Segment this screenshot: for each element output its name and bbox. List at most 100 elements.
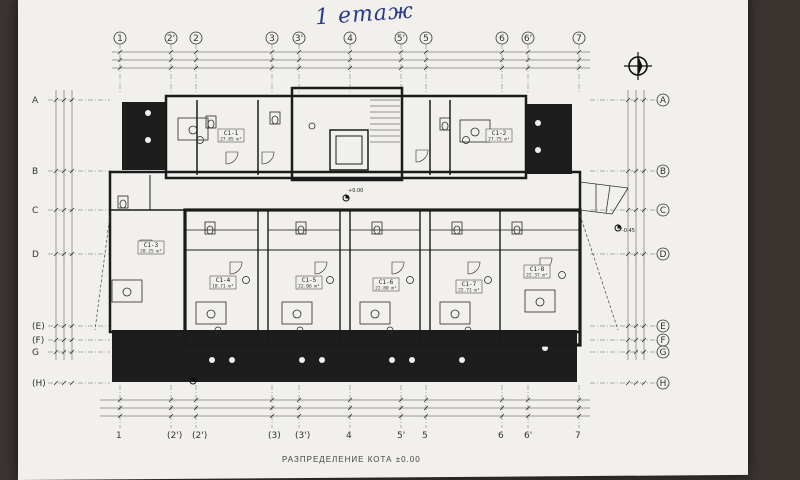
svg-text:5': 5' bbox=[397, 34, 405, 44]
svg-text:1: 1 bbox=[117, 34, 123, 44]
axis-col-bottom-5: 4 bbox=[346, 431, 352, 441]
svg-text:4: 4 bbox=[347, 34, 353, 44]
unit-partitions bbox=[185, 210, 580, 345]
room-number-marker bbox=[406, 276, 414, 284]
room-tag-1 bbox=[485, 128, 513, 143]
entrance-ramp bbox=[579, 181, 629, 215]
axis-row-left-0: A bbox=[32, 96, 39, 106]
svg-text:6': 6' bbox=[524, 34, 532, 44]
wc-icon bbox=[204, 221, 216, 235]
bed-icon bbox=[359, 301, 391, 325]
axis-col-bottom-0: 1 bbox=[116, 431, 122, 441]
door-swing-icon bbox=[229, 261, 243, 275]
room-area-2: 28.25 m² bbox=[140, 249, 162, 255]
bed-icon bbox=[281, 301, 313, 325]
room-tag-3 bbox=[209, 275, 237, 290]
axis-col-top-5: 4 bbox=[343, 31, 357, 45]
bed-icon bbox=[177, 117, 209, 141]
svg-text:3': 3' bbox=[295, 34, 303, 44]
axis-row-right-1: B bbox=[656, 164, 670, 178]
room-number-marker bbox=[558, 271, 566, 279]
door-swing-icon bbox=[314, 261, 328, 275]
svg-text:5: 5 bbox=[423, 34, 429, 44]
room-label-7: С1-8 bbox=[530, 266, 545, 273]
axis-col-top-7: 5 bbox=[419, 31, 433, 45]
svg-text:H: H bbox=[660, 379, 667, 389]
axis-row-right-0: A bbox=[656, 93, 670, 107]
axis-col-top-8: 6 bbox=[495, 31, 509, 45]
wc-icon bbox=[439, 117, 451, 131]
bed-icon bbox=[195, 301, 227, 325]
axis-row-right-6: G bbox=[656, 345, 670, 359]
room-label-6: С1-7 bbox=[462, 281, 477, 288]
axis-col-bottom-2: (2') bbox=[192, 431, 207, 441]
wc-icon bbox=[371, 221, 383, 235]
svg-text:2': 2' bbox=[167, 34, 175, 44]
room-area-4: 22.06 m² bbox=[298, 284, 320, 290]
room-number-marker bbox=[196, 136, 204, 144]
room-label-4: С1-5 bbox=[302, 277, 317, 284]
svg-text:3: 3 bbox=[269, 34, 275, 44]
door-swing-icon bbox=[261, 151, 275, 165]
room-area-6: 22.71 m² bbox=[458, 288, 480, 294]
dashed-lines bbox=[94, 214, 619, 331]
building-walls bbox=[108, 86, 582, 347]
axis-row-left-1: B bbox=[32, 167, 38, 177]
axis-row-left-5: (F) bbox=[32, 336, 44, 346]
axis-col-top-3: 3 bbox=[265, 31, 279, 45]
fixtures bbox=[111, 111, 566, 334]
svg-text:B: B bbox=[660, 167, 666, 177]
room-label-0: С1-1 bbox=[224, 130, 239, 137]
axis-col-bottom-9: 6' bbox=[524, 431, 532, 441]
marker-icon bbox=[464, 326, 472, 334]
axis-col-bottom-10: 7 bbox=[575, 431, 581, 441]
marker-icon bbox=[308, 122, 316, 130]
exterior-slabs bbox=[112, 102, 577, 382]
axis-col-bottom-6: 5' bbox=[397, 431, 405, 441]
axis-col-top-10: 7 bbox=[572, 31, 586, 45]
room-area-0: 27.85 m² bbox=[220, 137, 242, 143]
level-mark-text: +0.00 bbox=[348, 188, 363, 194]
wc-icon bbox=[117, 195, 129, 209]
axis-col-top-6: 5' bbox=[394, 31, 408, 45]
door-swing-icon bbox=[225, 151, 239, 165]
bed-icon bbox=[459, 119, 491, 143]
room-label-5: С1-6 bbox=[379, 279, 394, 286]
level-marker-icon bbox=[189, 193, 623, 385]
axis-row-left-4: (E) bbox=[32, 322, 45, 332]
wc-icon bbox=[451, 221, 463, 235]
axis-col-top-2: 2 bbox=[189, 31, 203, 45]
room-area-5: 22.80 m² bbox=[375, 286, 397, 292]
axis-col-top-4: 3' bbox=[292, 31, 306, 45]
axis-row-right-7: H bbox=[656, 376, 670, 390]
level-mark-exterior-text: -0.45 bbox=[622, 228, 635, 234]
axis-col-bottom-3: (3) bbox=[268, 431, 281, 441]
svg-text:D: D bbox=[660, 250, 667, 260]
svg-text:6: 6 bbox=[499, 34, 505, 44]
svg-text:C: C bbox=[660, 206, 666, 216]
door-swing-icon bbox=[467, 261, 481, 275]
room-tag-5 bbox=[372, 277, 400, 292]
room-label-2: С1-3 bbox=[144, 242, 159, 249]
axis-row-right-2: C bbox=[656, 203, 670, 217]
axis-row-right-4: E bbox=[656, 319, 670, 333]
door-swing-icon bbox=[391, 261, 405, 275]
svg-text:E: E bbox=[660, 322, 666, 332]
room-area-1: 27.75 m² bbox=[488, 137, 510, 143]
room-number-marker bbox=[462, 136, 470, 144]
room-label-3: С1-4 bbox=[216, 277, 231, 284]
room-number-marker bbox=[242, 276, 250, 284]
axis-col-bottom-1: (2') bbox=[167, 431, 182, 441]
axis-col-top-1: 2' bbox=[164, 31, 178, 45]
plan-caption: РАЗПРЕДЕЛЕНИЕ КОТА ±0.00 bbox=[282, 455, 421, 464]
marker-icon bbox=[214, 326, 222, 334]
bed-icon bbox=[524, 289, 556, 313]
axis-row-left-2: C bbox=[32, 206, 38, 216]
axis-row-left-7: (H) bbox=[32, 379, 46, 389]
room-area-7: 22.37 m² bbox=[526, 273, 548, 279]
axis-col-bottom-8: 6 bbox=[498, 431, 504, 441]
svg-text:7: 7 bbox=[576, 34, 582, 44]
